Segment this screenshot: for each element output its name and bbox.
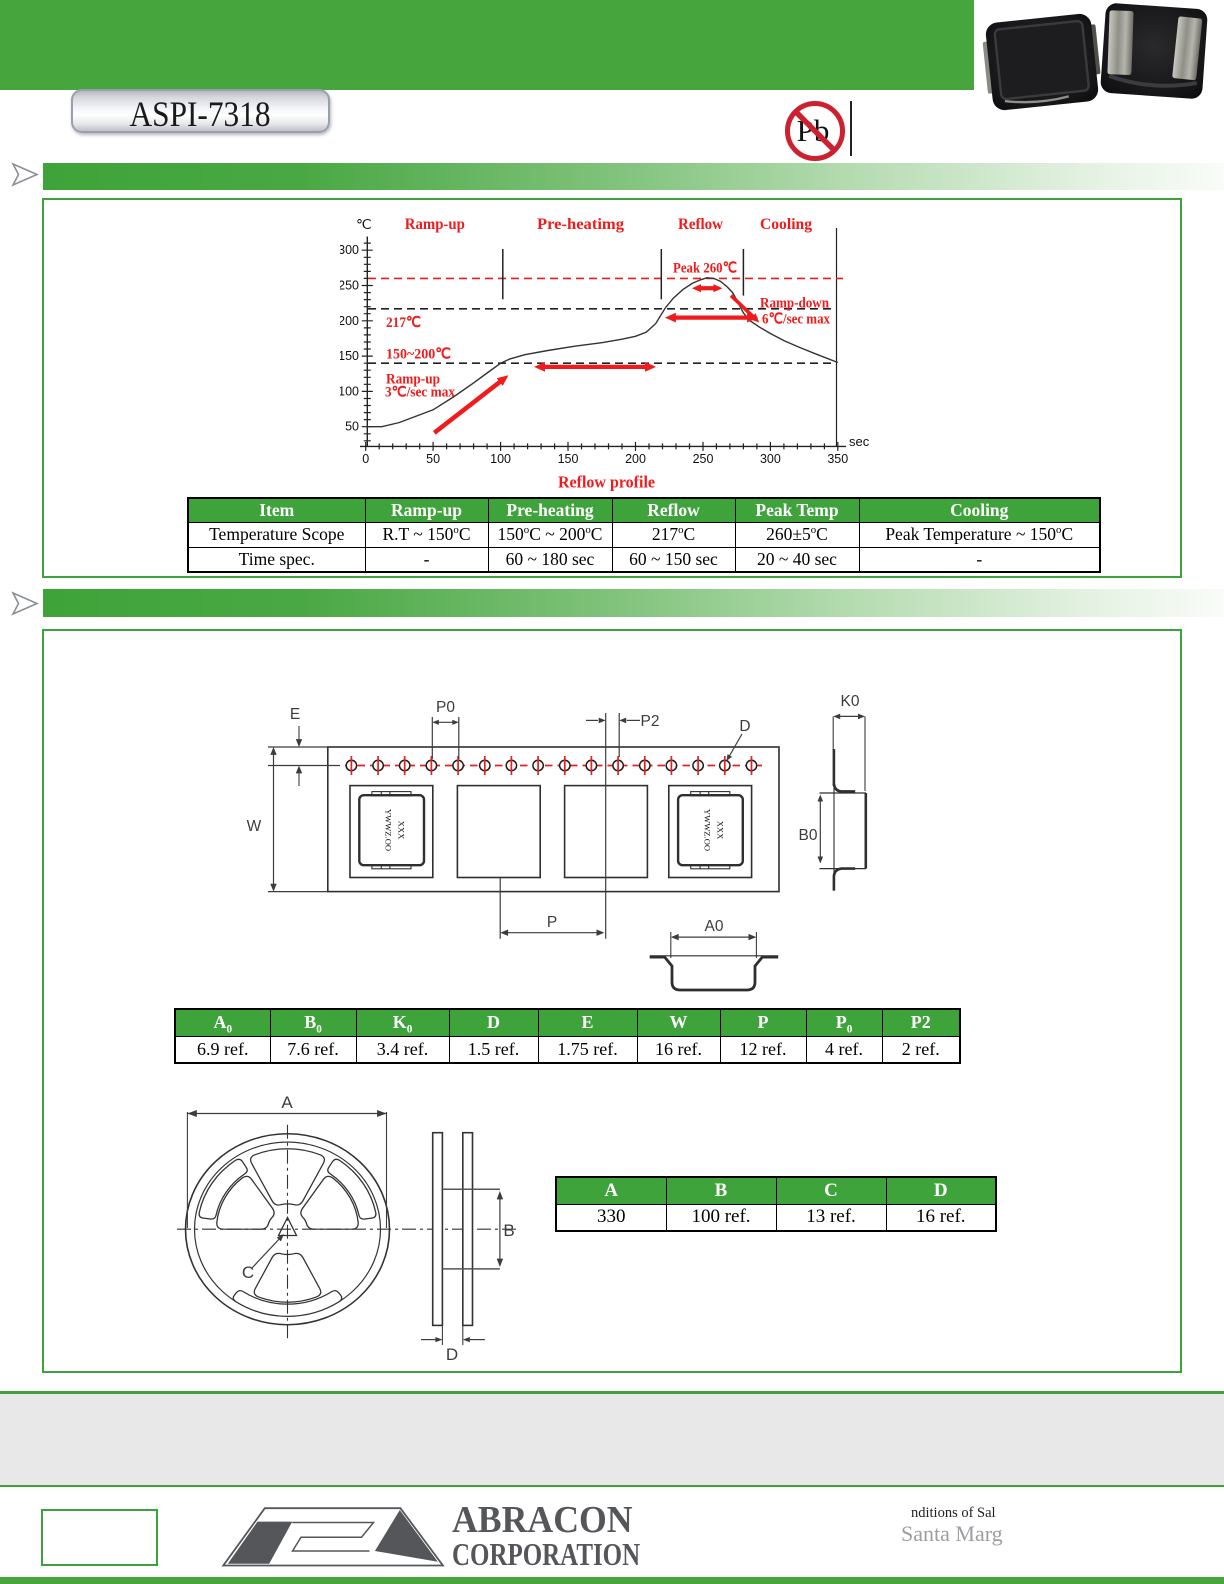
- svg-text:Ramp-down: Ramp-down: [760, 296, 830, 312]
- svg-text:E: E: [290, 706, 300, 723]
- svg-text:150~200℃: 150~200℃: [386, 347, 451, 363]
- svg-text:300: 300: [760, 452, 781, 466]
- svg-text:50: 50: [426, 452, 440, 466]
- svg-text:Ramp-up: Ramp-up: [386, 372, 440, 388]
- svg-text:℃: ℃: [356, 216, 372, 232]
- svg-text:50: 50: [345, 420, 359, 434]
- svg-text:100: 100: [490, 452, 511, 466]
- svg-text:Cooling: Cooling: [760, 216, 812, 233]
- svg-text:XXX: XXX: [397, 821, 407, 840]
- svg-text:217℃: 217℃: [386, 315, 421, 331]
- svg-text:Peak 260℃: Peak 260℃: [673, 261, 737, 277]
- svg-text:B: B: [503, 1221, 514, 1240]
- svg-text:YWWZ.OO: YWWZ.OO: [384, 809, 394, 851]
- svg-text:6℃/sec max: 6℃/sec max: [762, 312, 830, 328]
- svg-text:Pre-heatimg: Pre-heatimg: [537, 216, 624, 233]
- svg-text:A0: A0: [705, 918, 724, 935]
- svg-text:Reflow: Reflow: [678, 216, 723, 233]
- svg-text:sec: sec: [849, 434, 870, 449]
- svg-text:P0: P0: [436, 699, 455, 716]
- svg-text:YWWZ.OO: YWWZ.OO: [703, 809, 713, 851]
- svg-text:100: 100: [340, 384, 359, 398]
- svg-text:D: D: [446, 1345, 458, 1364]
- svg-text:D: D: [739, 718, 750, 735]
- svg-text:Reflow profile: Reflow profile: [558, 473, 655, 492]
- svg-text:150: 150: [340, 349, 359, 363]
- svg-text:150: 150: [558, 452, 579, 466]
- svg-text:350: 350: [827, 452, 848, 466]
- svg-text:Ramp-up: Ramp-up: [405, 216, 465, 233]
- svg-text:250: 250: [693, 452, 714, 466]
- svg-text:P2: P2: [641, 713, 660, 730]
- svg-text:W: W: [247, 818, 262, 835]
- svg-text:B0: B0: [799, 827, 818, 844]
- svg-text:0: 0: [362, 452, 369, 466]
- svg-text:K0: K0: [841, 693, 860, 710]
- svg-text:200: 200: [625, 452, 646, 466]
- svg-text:250: 250: [340, 279, 359, 293]
- svg-text:3℃/sec max: 3℃/sec max: [385, 385, 456, 401]
- svg-text:200: 200: [340, 314, 359, 328]
- svg-text:P: P: [547, 914, 557, 931]
- svg-text:XXX: XXX: [716, 821, 726, 840]
- svg-text:300: 300: [340, 243, 359, 257]
- svg-text:C: C: [242, 1263, 254, 1282]
- svg-text:A: A: [281, 1093, 293, 1112]
